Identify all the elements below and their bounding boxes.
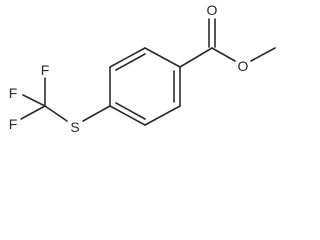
methyl-ester-group: O O	[179, 2, 276, 74]
benzene-ring	[109, 47, 181, 126]
fluorine-top-right-label: F	[41, 62, 50, 78]
trifluoromethylthio-group: S F F F	[9, 62, 111, 135]
ester-oxygen-label: O	[238, 58, 249, 74]
ester-oxygen-to-methyl-bond	[250, 47, 276, 62]
ring-bond-bottom-right	[144, 105, 181, 126]
sulfur-label: S	[70, 119, 79, 135]
fluorine-top-left-label: F	[9, 85, 18, 101]
sulfur-to-cf3-carbon-bond	[44, 105, 68, 122]
ring-double-bond-top-left	[115, 53, 146, 71]
ring-to-sulfur-bond	[82, 105, 111, 122]
carbonyl-to-ester-oxygen-bond	[211, 47, 236, 62]
cf3-to-fluorine-top-left-bond	[22, 94, 46, 107]
ring-double-bond-bottom-left	[115, 102, 146, 120]
cf3-to-fluorine-bottom-bond	[20, 105, 46, 120]
ring-to-carbonyl-bond	[179, 47, 213, 68]
carbonyl-oxygen-label: O	[207, 2, 218, 18]
ring-bond-top-left	[109, 47, 146, 68]
ring-bond-bottom-left	[109, 105, 146, 126]
structural-formula: O O S F F F	[9, 2, 276, 135]
fluorine-bottom-label: F	[9, 116, 18, 132]
ring-bond-top-right	[144, 47, 181, 68]
